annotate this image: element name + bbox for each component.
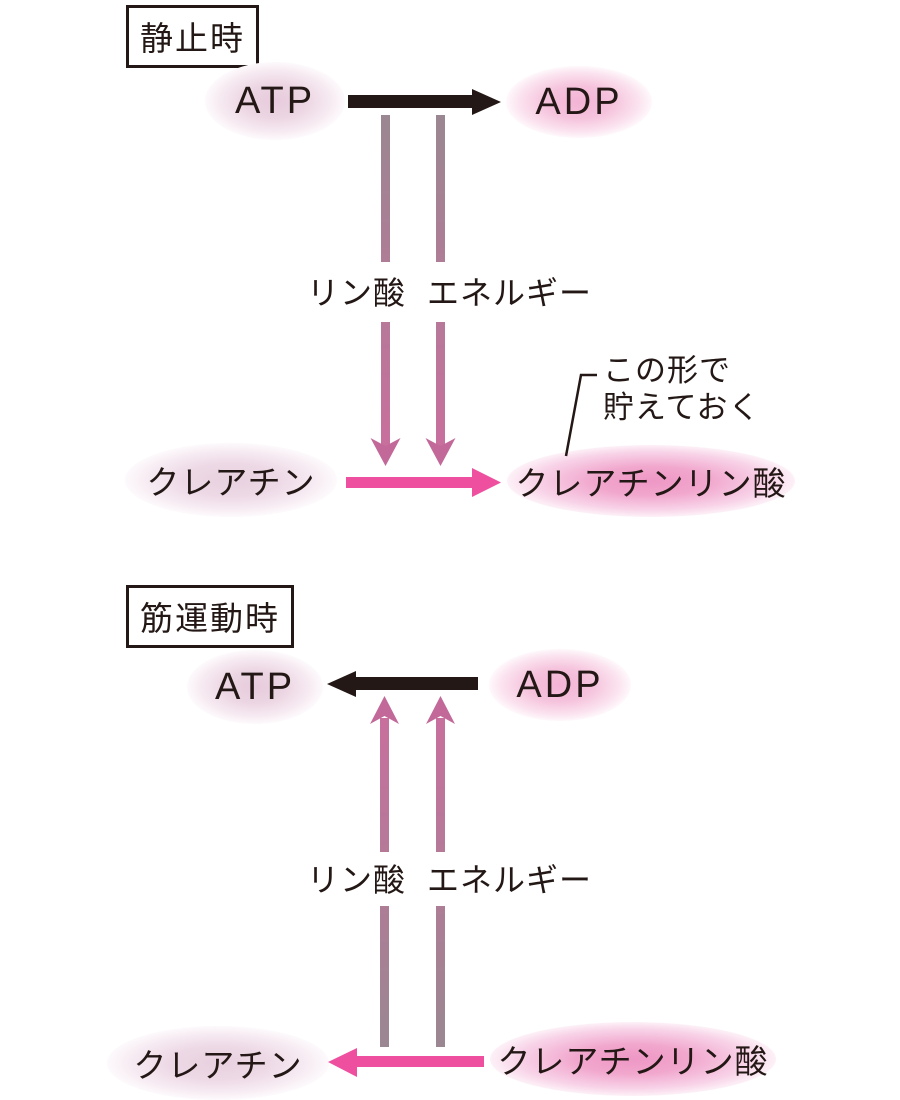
node-atp-exercise: ATP [187,650,323,724]
node-creatine-exercise-label: クレアチン [133,1047,303,1084]
atp-to-adp-arrow [348,89,501,115]
node-atp-exercise-label: ATP [214,665,296,708]
node-creatine-rest-label: クレアチン [146,464,316,501]
node-creatine-rest: クレアチン [125,443,337,517]
node-adp-exercise: ADP [489,649,631,721]
creatine-to-creatine-phosphate-arrow [346,468,501,497]
annotation-leader-line [564,373,597,457]
adp-to-atp-arrow [327,671,478,697]
node-atp-rest: ATP [205,62,345,140]
node-creatine-phosphate-exercise: クレアチンリン酸 [490,1022,776,1096]
annotation-line-2: 貯えておく [603,390,761,425]
flow-label-phosphate-rest: リン酸 [307,275,407,311]
flow-label-energy-rest: エネルギー [427,275,593,311]
node-creatine-phosphate-rest: クレアチンリン酸 [507,445,795,517]
node-adp-rest: ADP [506,66,652,138]
node-adp-exercise-label: ADP [516,663,604,706]
node-creatine-phosphate-rest-label: クレアチンリン酸 [515,465,787,502]
annotation-line-1: この形で [603,353,731,388]
node-adp-rest-label: ADP [535,80,623,123]
node-atp-rest-label: ATP [234,79,316,122]
node-creatine-exercise: クレアチン [107,1026,329,1100]
annotation-store-note: この形で 貯えておく [603,352,761,426]
state-label-exercise: 筋運動時 [126,585,294,648]
state-label-rest: 静止時 [126,5,259,68]
node-creatine-phosphate-exercise-label: クレアチンリン酸 [497,1043,769,1080]
creatine-phosphate-to-creatine-arrow [328,1048,484,1077]
flow-label-phosphate-exercise: リン酸 [307,862,407,898]
flow-label-energy-exercise: エネルギー [427,862,593,898]
